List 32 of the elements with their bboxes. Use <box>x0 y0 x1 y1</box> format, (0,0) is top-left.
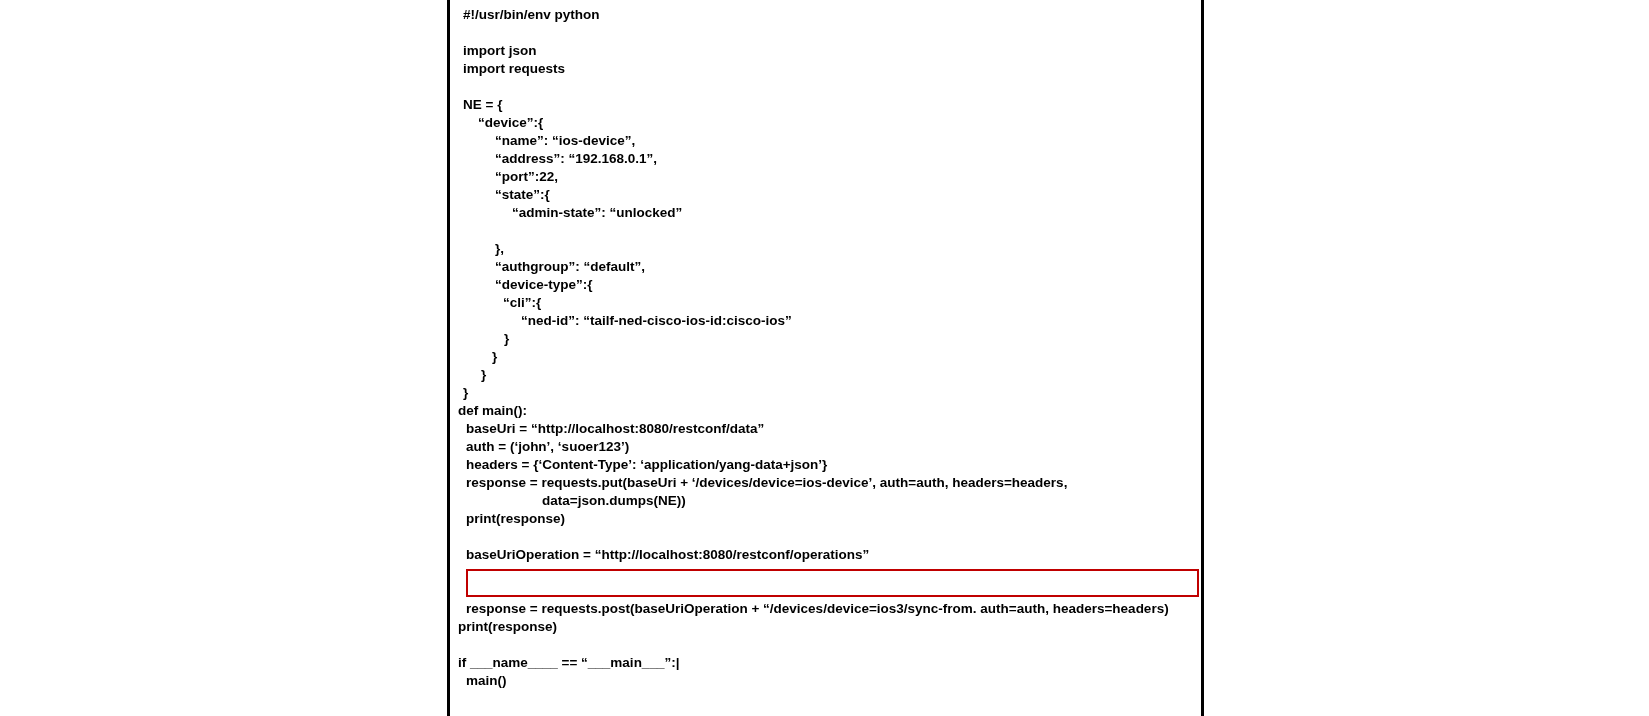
highlight-box <box>466 569 1199 597</box>
code-line: data=json.dumps(NE)) <box>542 492 686 510</box>
code-line: auth = (‘john’, ‘suoer123’) <box>466 438 630 456</box>
code-line: “cli”:{ <box>503 294 542 312</box>
code-line: import requests <box>463 60 566 78</box>
code-line: } <box>492 348 498 366</box>
code-line: “authgroup”: “default”, <box>495 258 645 276</box>
code-line: “ned-id”: “tailf-ned-cisco-ios-id:cisco-ios” <box>521 312 792 330</box>
code-line: “address”: “192.168.0.1”, <box>495 150 658 168</box>
code-line: response = requests.put(baseUri + ‘/devices/device=ios-device’, auth=auth, headers=headers, <box>466 474 1068 492</box>
code-line: def main(): <box>458 402 527 420</box>
code-line: “device-type”:{ <box>495 276 593 294</box>
code-line: print(response) <box>458 618 557 636</box>
code-line: “admin-state”: “unlocked” <box>512 204 683 222</box>
code-line: baseUri = “http://localhost:8080/restconf/data” <box>466 420 765 438</box>
code-line: baseUriOperation = “http://localhost:8080/restconf/operations” <box>466 546 870 564</box>
code-line: “device”:{ <box>478 114 544 132</box>
code-line: import json <box>463 42 537 60</box>
code-line: “port”:22, <box>495 168 558 186</box>
code-line: response = requests.post(baseUriOperation + “/devices/device=ios3/sync-from. auth=auth, headers=headers) <box>466 600 1169 618</box>
code-line: “state”:{ <box>495 186 550 204</box>
code-line: NE = { <box>463 96 503 114</box>
code-line: } <box>504 330 510 348</box>
code-line: headers = {‘Content-Type’: ‘application/yang-data+json’} <box>466 456 828 474</box>
code-line: “name”: “ios-device”, <box>495 132 636 150</box>
code-line: }, <box>495 240 504 258</box>
code-line: main() <box>466 672 507 690</box>
code-line: } <box>463 384 469 402</box>
code-line: print(response) <box>466 510 565 528</box>
code-line: } <box>481 366 487 384</box>
code-line: #!/usr/bin/env python <box>463 6 600 24</box>
code-line: if ___name____ == “___main___”:| <box>458 654 680 672</box>
